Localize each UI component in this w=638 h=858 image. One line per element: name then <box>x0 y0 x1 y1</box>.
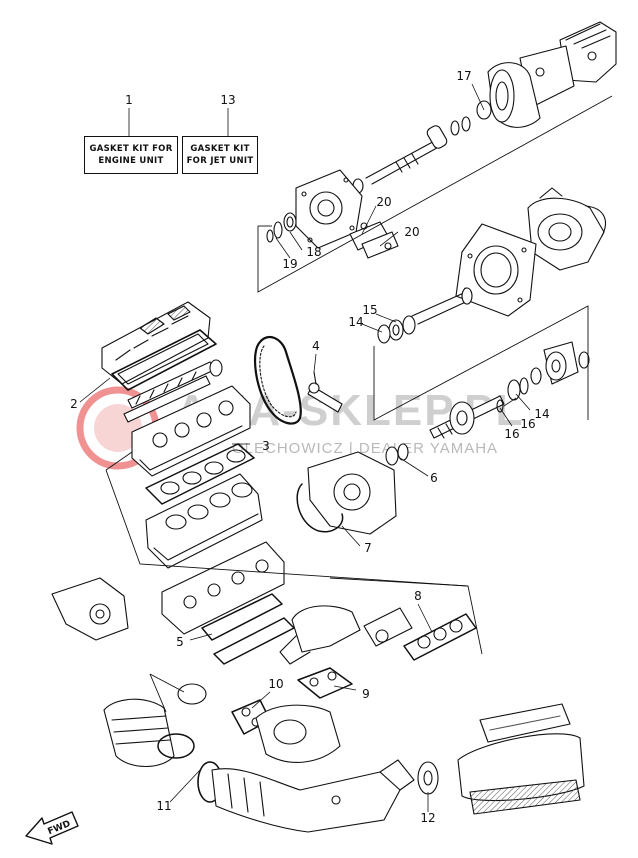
intermediate-shaft <box>377 287 473 344</box>
fwd-arrow-icon: FWD <box>25 811 79 845</box>
callout-numbers: 1 13 17 2 3 4 5 6 7 8 9 10 11 12 14 15 1… <box>70 69 549 825</box>
leader-lines <box>79 83 531 812</box>
group-frames <box>105 95 613 713</box>
callout-4: 4 <box>312 339 320 353</box>
callout-5: 5 <box>176 635 184 649</box>
callout-2: 2 <box>70 397 78 411</box>
callout-17: 17 <box>456 69 471 83</box>
engine-kit-line2: ENGINE UNIT <box>98 156 164 166</box>
jet-kit-line1: GASKET KIT <box>190 144 250 154</box>
callout-13: 13 <box>220 93 235 107</box>
callout-15: 15 <box>362 303 377 317</box>
cylinder-block <box>145 473 263 569</box>
head-cover-gasket <box>111 329 217 391</box>
timing-chain <box>253 335 302 425</box>
callout-19: 19 <box>282 257 297 271</box>
exhaust-chamber <box>255 704 341 763</box>
callout-18: 18 <box>306 245 321 259</box>
crankcase <box>161 541 285 635</box>
exhaust-pipe-gasket <box>297 667 353 699</box>
exhaust-pipe <box>211 759 415 833</box>
engine-gasket-kit-label: GASKET KIT FOR ENGINE UNIT <box>84 136 178 174</box>
cylinder-head <box>131 385 251 477</box>
callout-14-right: 14 <box>534 407 549 421</box>
exhaust-manifold <box>279 605 413 665</box>
callout-12: 12 <box>420 811 435 825</box>
exhaust-flange <box>417 761 439 795</box>
cylinder-head-cover <box>101 301 211 385</box>
generator-cover <box>296 451 397 535</box>
callout-14-left: 14 <box>348 315 363 329</box>
jet-housing <box>295 169 363 249</box>
drive-coupler-assembly <box>530 341 590 385</box>
starter-housing <box>51 577 129 641</box>
callout-20-lower: 20 <box>404 225 419 239</box>
engine-kit-line1: GASKET KIT FOR <box>89 144 173 154</box>
callout-7: 7 <box>364 541 372 555</box>
callout-1: 1 <box>125 93 133 107</box>
callout-11: 11 <box>156 799 171 813</box>
impeller-housing <box>527 187 606 271</box>
jet-drive-shaft <box>352 116 471 194</box>
jet-kit-line2: FOR JET UNIT <box>186 156 254 166</box>
jet-nozzle-assembly <box>476 21 617 128</box>
callout-3: 3 <box>262 439 270 453</box>
exhaust-gaskets <box>403 613 477 661</box>
main-drive-shaft <box>429 377 529 439</box>
callout-10: 10 <box>268 677 283 691</box>
callout-20-upper: 20 <box>376 195 391 209</box>
callout-8: 8 <box>414 589 422 603</box>
head-gasket <box>145 443 255 505</box>
jet-gasket-kit-label: GASKET KIT FOR JET UNIT <box>182 136 258 174</box>
intermediate-housing-plate <box>455 223 537 317</box>
callout-16-left: 16 <box>504 427 519 441</box>
camshafts <box>123 359 223 423</box>
water-lock <box>457 703 585 815</box>
muffler-hose <box>103 683 223 803</box>
watermark-subtext: OLECHOWICZ | DEALER YAMAHA <box>232 440 499 457</box>
output-seals <box>385 443 409 466</box>
callout-9: 9 <box>362 687 370 701</box>
callout-16-right: 16 <box>520 417 535 431</box>
chain-tensioner <box>307 371 343 413</box>
callout-6: 6 <box>430 471 438 485</box>
